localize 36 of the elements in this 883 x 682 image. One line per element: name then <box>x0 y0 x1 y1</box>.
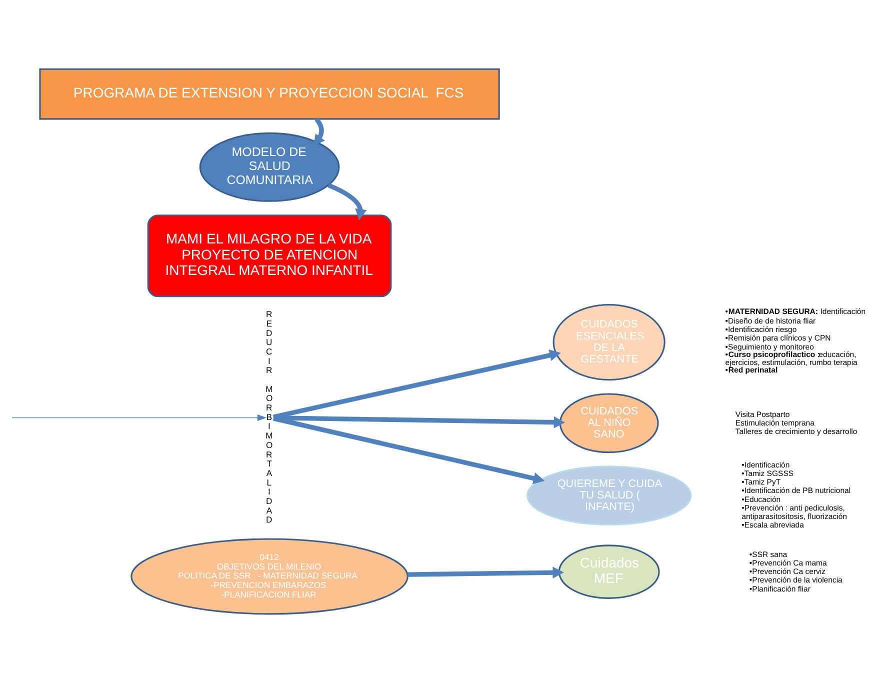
node-label: •Tamiz PyT <box>742 477 781 486</box>
node-label: •Prevención Ca cerviz <box>749 566 826 576</box>
node-label: •Tamiz SGSSS <box>742 468 794 478</box>
node-label: Visita Postparto <box>735 409 790 418</box>
node-ellipse: 0412 OBJETIVOS DEL MILENIO POLITICA DE SSR - MATERNIDAD SEGURA -PREVENCION EMBARAZOS -PLANIFICACION FLIAR <box>130 538 408 614</box>
arrow <box>272 349 561 419</box>
node-label: •Red perinatal <box>725 365 778 374</box>
arrow <box>273 414 566 428</box>
node-label: •Remisión para clínicos y CPN <box>725 333 831 342</box>
node-label: •MATERNIDAD SEGURA:Identificación <box>725 306 866 316</box>
node-box: PROGRAMA DE EXTENSION Y PROYECCION SOCIAL FCS <box>39 68 500 120</box>
node-ellipse: Cuidados MEF <box>558 544 660 598</box>
node-label: •Planificación fliar <box>749 584 810 593</box>
node-label: •Seguimiento y monitoreo <box>725 342 814 351</box>
arrow <box>12 414 267 420</box>
node-box: MAMI EL MILAGRO DE LA VIDA PROYECTO DE ATENCION INTEGRAL MATERNO INFANTIL <box>147 214 392 297</box>
arrow <box>328 182 367 220</box>
node-label: •Escala abreviada <box>742 520 804 529</box>
arrow <box>313 117 325 146</box>
node-label: •Identificación de PB nutricional <box>742 486 851 495</box>
node-label: •Identificación <box>742 460 790 470</box>
node-label: •Identificación riesgo <box>725 324 797 334</box>
node-label: •Prevención Ca mama <box>749 558 827 568</box>
node-ellipse: CUIDADOS AL NIÑO SANO <box>559 392 659 453</box>
node-ellipse: QUIEREME Y CUIDA TU SALUD ( INFANTE) <box>526 465 692 525</box>
node-label: •SSR sana <box>749 550 788 559</box>
node-label: Talleres de crecimiento y desarrollo <box>735 426 858 436</box>
node-ellipse: CUIDADOS ESENCIALES DE LA GESTANTE <box>552 303 666 380</box>
arrow <box>408 566 564 578</box>
node-label: •Prevención : anti pediculosis, antiparasitositosis, fluorización <box>742 502 847 520</box>
node-text: REDUCIR MORBIMORTALIDAD <box>266 308 273 524</box>
node-label: Estimulación temprana <box>735 418 814 428</box>
node-label: •Educación <box>742 494 781 504</box>
node-label: •Prevención de la violencia <box>749 575 842 584</box>
arrow <box>272 416 545 484</box>
node-label: •Diseño de de historia fliar <box>725 316 816 326</box>
